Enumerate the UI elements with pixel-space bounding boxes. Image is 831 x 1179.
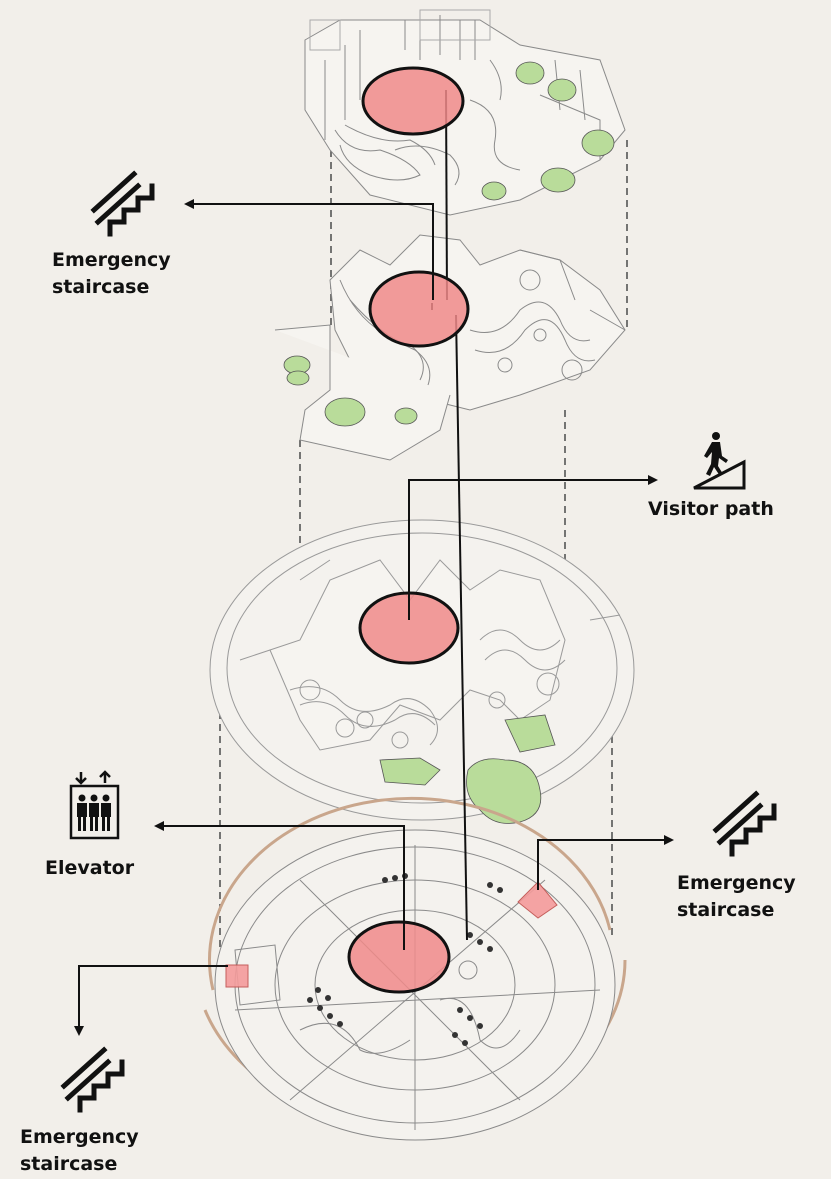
leader-elevator (160, 825, 405, 950)
arrowheads (74, 199, 674, 1036)
leader-visitor-path (408, 479, 652, 620)
stair-highlight-left (225, 964, 249, 988)
planting-level-2 (379, 714, 556, 824)
label-line-1: Visitor path (648, 498, 774, 520)
label-line-1: Elevator (45, 857, 135, 879)
planting-level-3 (283, 355, 418, 427)
emergency-staircase-icon (90, 170, 155, 237)
emergency-staircase-icon (60, 1046, 125, 1113)
leader-stair-bottom-left (78, 965, 228, 1030)
label-emergency-staircase-bottom-left: Emergency staircase (20, 1124, 139, 1178)
label-emergency-staircase-right: Emergency staircase (677, 870, 796, 924)
label-visitor-path: Visitor path (648, 496, 774, 523)
elevator-icon (69, 770, 120, 840)
label-line-2: staircase (677, 899, 775, 921)
label-line-2: staircase (20, 1153, 118, 1175)
leader-stair-top-left (190, 203, 434, 300)
label-elevator: Elevator (45, 855, 134, 882)
core-highlights (347, 66, 470, 994)
label-emergency-staircase-top-left: Emergency staircase (52, 247, 171, 301)
core-circle-level-1 (347, 920, 451, 994)
core-circle-level-4 (361, 66, 465, 136)
floor-level-4 (304, 9, 626, 216)
floor-level-3 (274, 234, 626, 461)
planting-level-4 (481, 61, 615, 201)
label-line-1: Emergency (677, 872, 796, 894)
label-line-1: Emergency (20, 1126, 139, 1148)
visitor-path-icon (693, 432, 746, 490)
emergency-staircase-icon (712, 790, 777, 857)
core-circle-level-3 (368, 270, 470, 348)
label-line-2: staircase (52, 276, 150, 298)
leader-lines (78, 203, 668, 1030)
stair-highlights (225, 881, 558, 988)
furniture-clusters (307, 873, 503, 1046)
label-line-1: Emergency (52, 249, 171, 271)
stair-highlight-right (517, 881, 558, 919)
leader-stair-right (537, 839, 668, 890)
